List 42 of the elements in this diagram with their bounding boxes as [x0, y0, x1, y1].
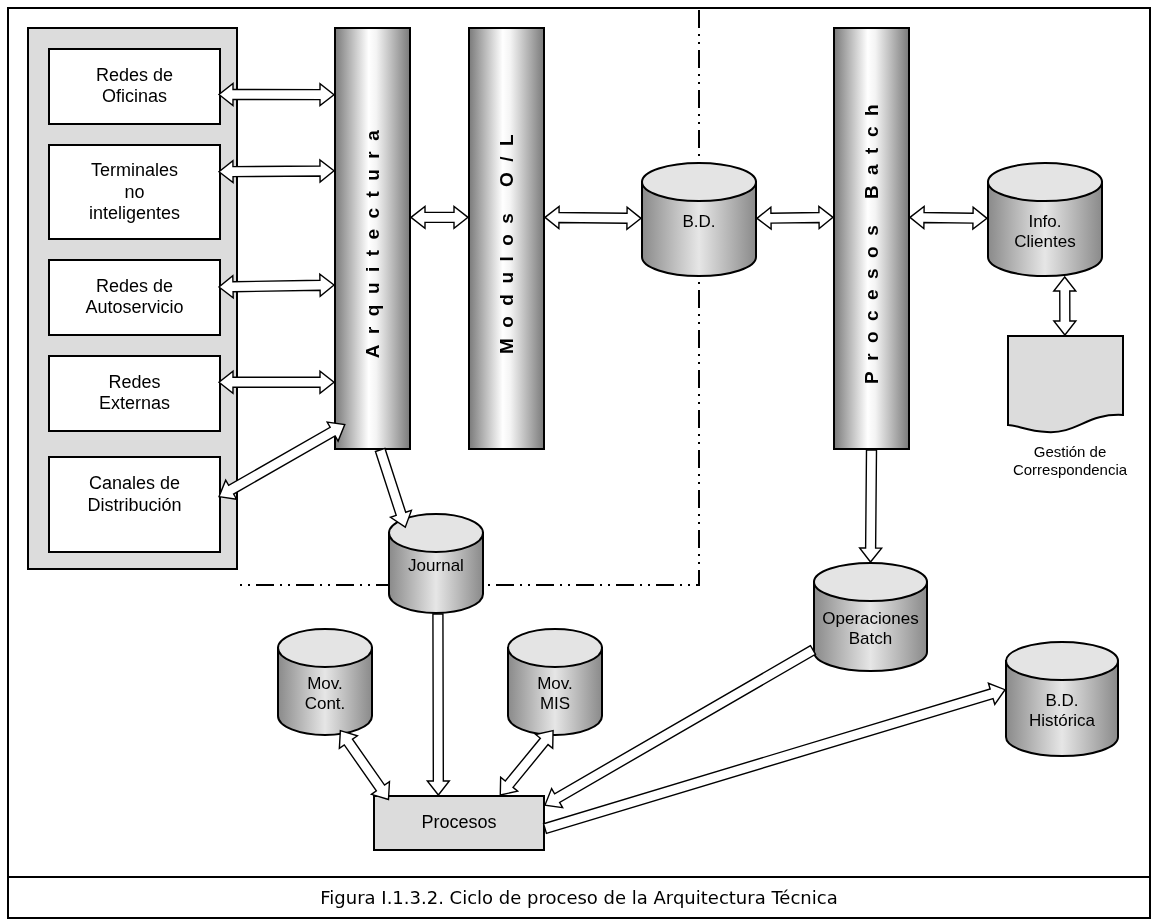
block-arrow: [542, 682, 1007, 835]
database-label: Operaciones Batch: [822, 609, 919, 650]
box-label: Canales de Distribución: [86, 473, 183, 517]
database-label: B.D. Histórica: [1028, 691, 1096, 732]
block-arrow: [908, 205, 989, 231]
process-box: [48, 355, 221, 432]
block-arrow: [858, 449, 884, 564]
box-label: Terminales no inteligentes: [87, 159, 182, 225]
block-arrow: [218, 421, 346, 501]
box-label: Procesos: [420, 812, 498, 834]
process-box: [48, 259, 221, 336]
block-arrow: [338, 729, 391, 801]
block-arrow: [543, 205, 643, 231]
document-label: Gestión de Correspondencia: [1011, 443, 1129, 479]
figure-caption: Figura I.1.3.2. Ciclo de proceso de la Arquitectura Técnica: [319, 886, 839, 910]
block-arrow: [544, 644, 817, 809]
process-box: [48, 144, 221, 240]
database-label: Info. Clientes: [1014, 211, 1076, 253]
block-arrow: [499, 729, 554, 796]
process-box: [48, 456, 221, 553]
block-arrow: [217, 272, 336, 300]
box-label: Redes de Autoservicio: [84, 275, 185, 320]
panel-background: [27, 27, 238, 570]
block-arrow: [755, 205, 835, 231]
database-label: Mov. MIS: [537, 674, 573, 715]
database-label: Journal: [408, 555, 464, 576]
box-label: Redes Externas: [97, 371, 171, 416]
block-arrow: [217, 158, 336, 185]
process-box: [373, 795, 545, 851]
process-box: [48, 48, 221, 125]
box-label: Redes de Oficinas: [94, 64, 175, 109]
block-arrow: [217, 369, 336, 395]
column-label: Procesos Batch: [860, 93, 883, 384]
database-label: B.D.: [682, 211, 716, 232]
column-label: Modulos O/L: [495, 123, 518, 354]
column-label: Arquitectura: [361, 119, 384, 358]
block-arrow: [217, 82, 336, 108]
block-arrow: [425, 613, 451, 797]
block-arrow: [409, 204, 470, 230]
database-label: Mov. Cont.: [304, 674, 346, 715]
block-arrow: [1052, 275, 1078, 337]
block-arrow: [374, 447, 413, 529]
